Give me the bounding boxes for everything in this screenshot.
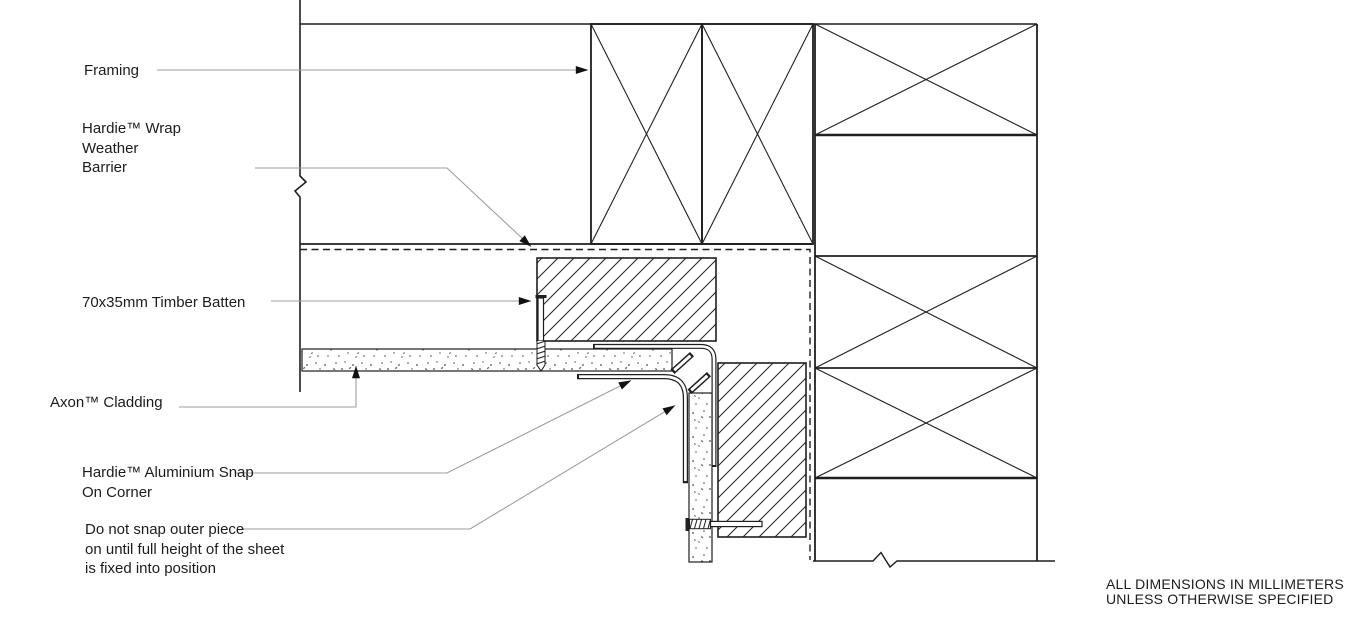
left-wall-line-with-break [293, 0, 308, 392]
label-snap-corner: Hardie™ Aluminium Snap On Corner [82, 464, 254, 501]
fasteners [535, 295, 763, 531]
label-snap-note: Do not snap outer piece on until full he… [85, 521, 285, 577]
leader-weather-barrier [255, 167, 532, 247]
snap-corner-outer-piece [577, 374, 688, 484]
leader-axon-cladding [179, 365, 360, 408]
label-axon-cladding: Axon™ Cladding [50, 394, 163, 411]
wall-lines [293, 0, 1055, 569]
screw-horizontal [685, 518, 763, 531]
leader-snap-corner [236, 380, 632, 474]
column-cross-braces [814, 23, 1038, 479]
stud-cross-braces [590, 23, 814, 245]
timber-batten-horizontal [536, 257, 717, 342]
framing-studs-top [590, 23, 814, 245]
cladding-horizontal [301, 348, 673, 372]
ground-line-with-break [813, 551, 1055, 569]
timber-battens [536, 257, 807, 538]
label-framing-line: Framing [84, 62, 140, 79]
label-weather-barrier: Hardie™ Wrap Weather Barrier [82, 120, 181, 176]
weather-barrier-line [300, 248, 811, 560]
label-framing: Framing [84, 61, 139, 81]
dimensions-footnote: ALL DIMENSIONS IN MILLIMETERS UNLESS OTH… [1106, 576, 1344, 607]
screw-vertical [535, 295, 547, 372]
leader-lines [157, 66, 676, 530]
cladding-vertical [688, 392, 713, 563]
framing-column-right [814, 23, 1038, 561]
aluminium-snap-corner-profile [577, 343, 717, 484]
timber-batten-vertical [717, 362, 807, 538]
label-timber-batten: 70x35mm Timber Batten [82, 294, 246, 311]
leader-snap-note [241, 405, 676, 530]
axon-cladding-sheets [301, 348, 713, 563]
